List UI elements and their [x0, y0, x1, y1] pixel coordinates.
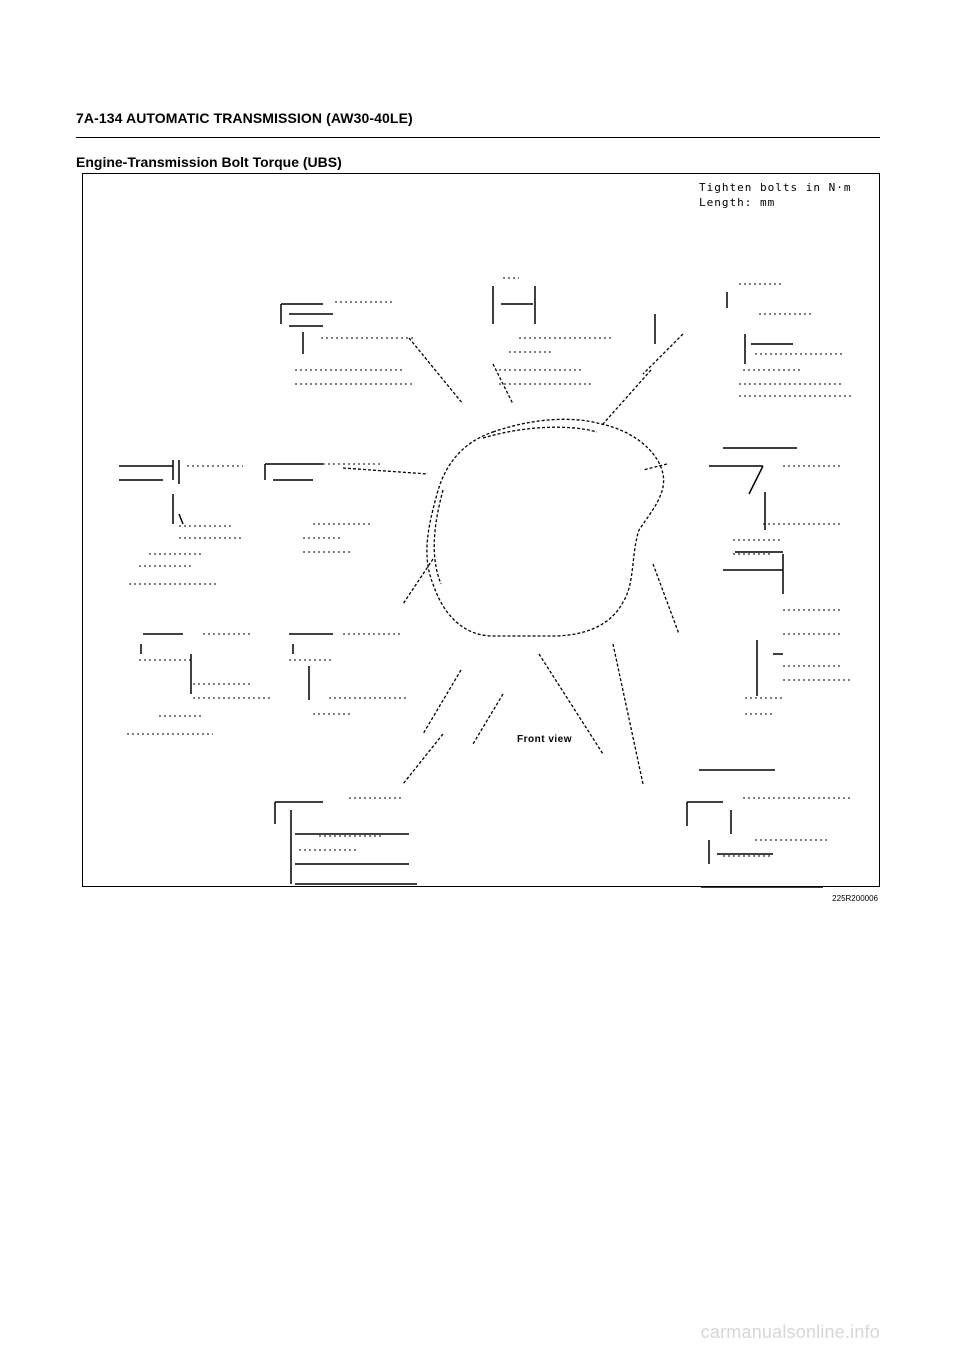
- watermark: carmanualsonline.info: [700, 1322, 880, 1342]
- header-rule: [76, 137, 880, 138]
- figure-code: 225R200006: [832, 894, 878, 903]
- diagram-drawing: [119, 277, 853, 888]
- section-title: Engine-Transmission Bolt Torque (UBS): [76, 154, 342, 170]
- torque-legend: Tighten bolts in N·m Length: mm: [699, 181, 852, 209]
- bolt-torque-diagram: Tighten bolts in N·m Length: mm Front vi…: [82, 173, 880, 888]
- page-header: 7A-134 AUTOMATIC TRANSMISSION (AW30-40LE…: [76, 110, 413, 126]
- front-view-label: Front view: [517, 734, 573, 745]
